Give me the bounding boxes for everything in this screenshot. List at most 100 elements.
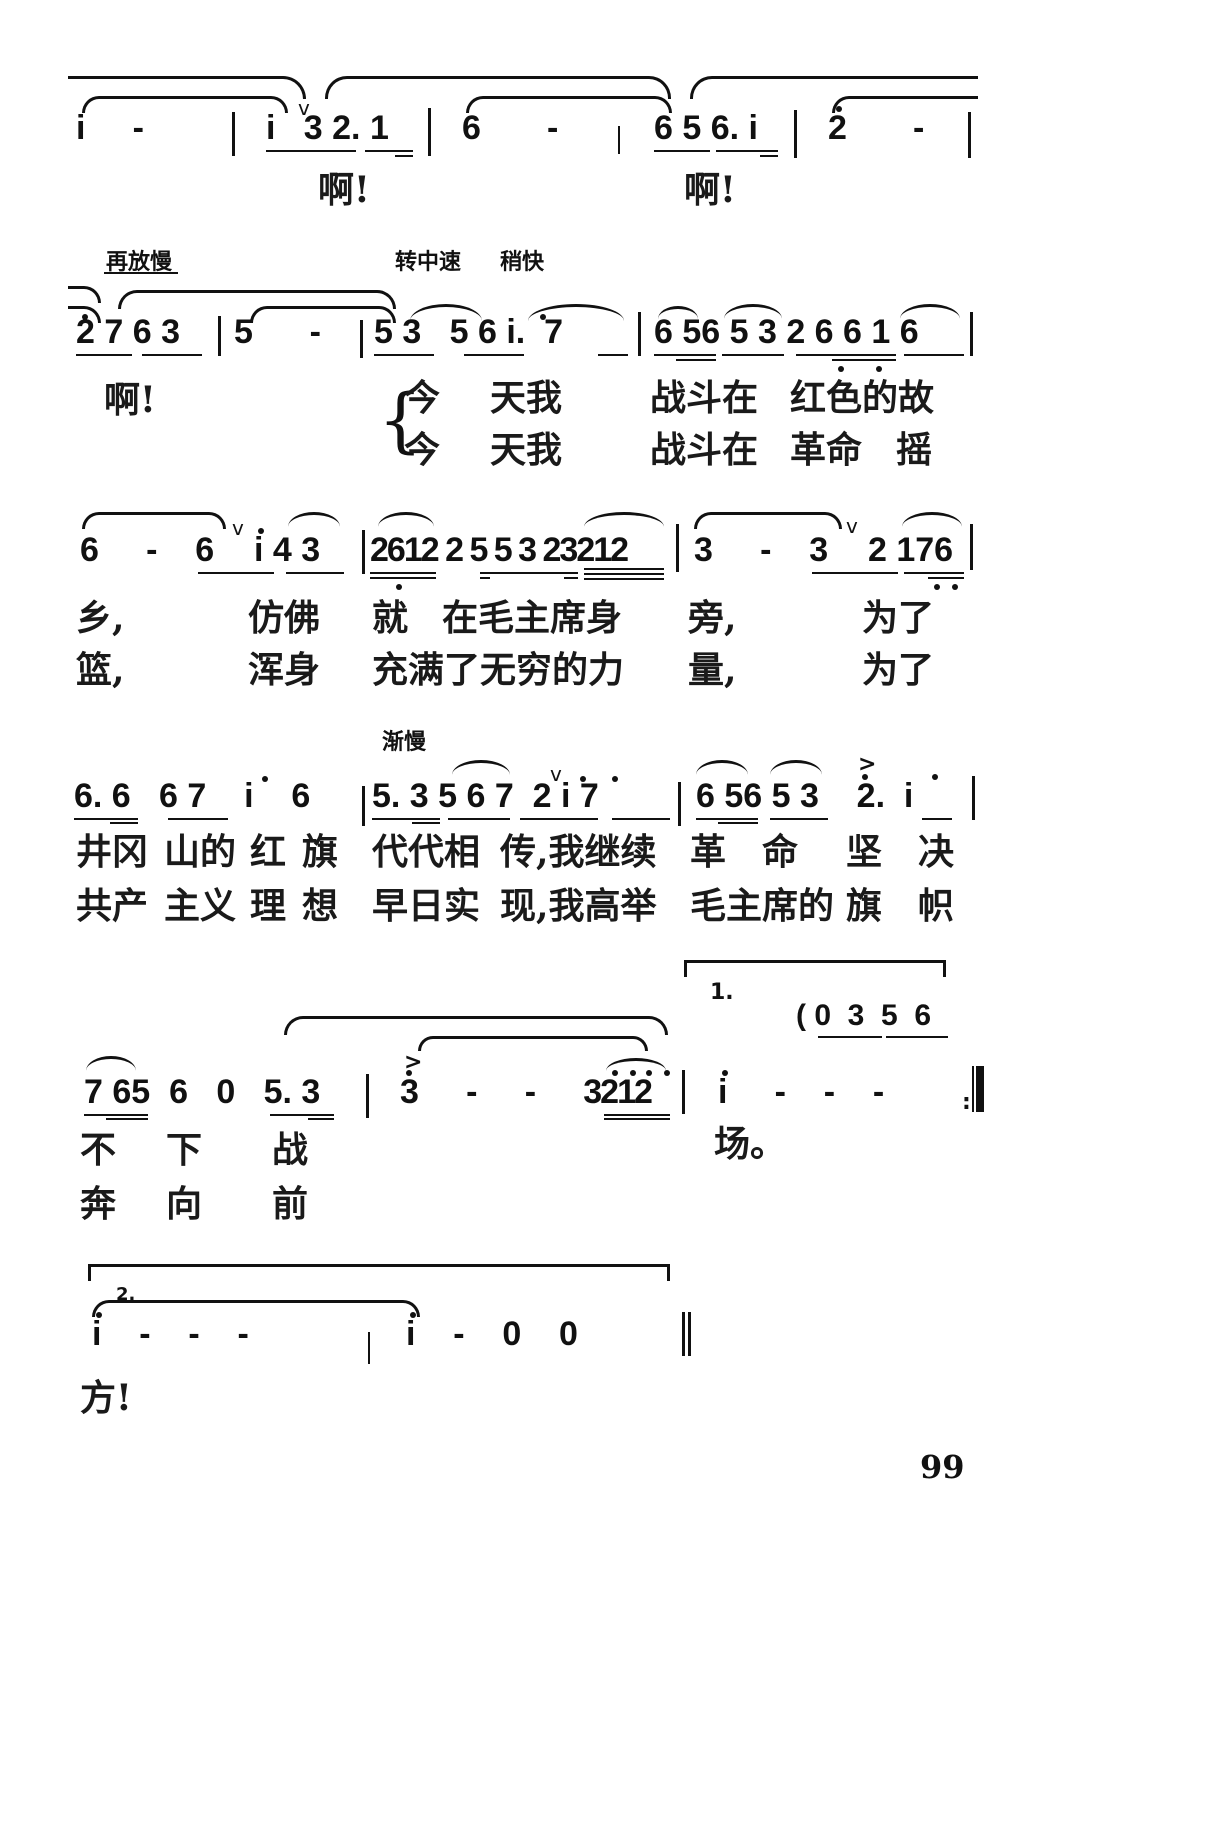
lyric-verse2: 革命 — [790, 429, 863, 471]
bar-line — [676, 524, 679, 572]
tie — [82, 512, 226, 529]
lyric-verse1: 红色的故 — [790, 377, 935, 419]
beam — [584, 578, 664, 580]
accent-mark: > — [858, 752, 877, 777]
lyric-verse2: 浑身 — [248, 649, 321, 691]
note-group: 3 - - 3212 — [400, 1073, 653, 1111]
bar-line — [362, 530, 365, 574]
beam — [308, 1118, 334, 1120]
octave-dot — [836, 106, 842, 112]
tie — [690, 76, 978, 99]
note-group: 6. 6 6 7 i 6 — [74, 777, 311, 815]
beam — [76, 354, 132, 356]
tempo-mark: 渐慢 — [382, 730, 427, 755]
beam — [760, 155, 778, 157]
lyric-verse2: 主义 — [164, 885, 237, 927]
bar-line — [638, 312, 641, 356]
beam — [370, 572, 436, 574]
note-group: ( 0 3 5 6 — [796, 999, 932, 1032]
lyric-verse1: 代代相 — [372, 831, 481, 873]
beam — [74, 818, 138, 820]
lyric-verse1: 场。 — [714, 1123, 787, 1165]
beam — [598, 354, 628, 356]
lyric-verse2: 旗 — [846, 885, 883, 927]
bar-line — [360, 320, 363, 358]
tie — [418, 1036, 648, 1051]
slur — [288, 512, 340, 527]
beam — [374, 354, 434, 356]
beam — [480, 577, 490, 579]
beam — [84, 1114, 148, 1116]
bar-line — [618, 126, 620, 154]
tempo-underline — [104, 272, 178, 274]
slur — [696, 760, 748, 775]
lyric-verse2: 量, — [688, 649, 737, 691]
beam — [584, 573, 664, 575]
beam — [832, 359, 896, 361]
lyric-verse2: 战斗在 — [650, 429, 759, 471]
bar-line — [366, 1074, 369, 1118]
repeat-dots: : — [962, 1090, 971, 1115]
bar-line — [682, 1070, 685, 1114]
beam — [464, 354, 524, 356]
beam — [716, 150, 778, 152]
beam — [722, 354, 784, 356]
lyric-verse1: 命 — [762, 831, 799, 873]
octave-dot — [96, 1312, 102, 1318]
bar-line — [968, 112, 971, 158]
beam — [612, 818, 670, 820]
beam — [110, 822, 138, 824]
beam — [142, 354, 202, 356]
bar-line — [368, 1332, 370, 1364]
lyric-verse1: 革 — [690, 831, 727, 873]
beam — [904, 572, 964, 574]
beam — [365, 150, 413, 152]
tempo-mark: 再放慢 — [106, 250, 173, 275]
octave-dot — [932, 774, 938, 780]
octave-dot — [838, 366, 844, 372]
slur — [606, 1058, 666, 1071]
beam — [928, 577, 964, 579]
tempo-mark: 转中速 — [395, 250, 462, 275]
beam — [168, 818, 228, 820]
tie — [832, 96, 978, 113]
lyric: 啊! — [684, 169, 736, 211]
octave-dot — [630, 1070, 636, 1076]
beam — [904, 354, 964, 356]
slur — [900, 304, 960, 319]
note-group: i - — [76, 109, 144, 147]
volta-bracket-2 — [88, 1264, 670, 1281]
octave-dot — [646, 1070, 652, 1076]
beam — [448, 818, 510, 820]
lyric-verse1: 在毛主席身 — [442, 597, 623, 639]
note-group: 5 - — [234, 313, 321, 351]
volta-label-1: 1. — [710, 980, 734, 1005]
lyric-verse1: 红 — [250, 831, 287, 873]
beam — [584, 568, 664, 570]
slur — [658, 306, 698, 319]
octave-dot — [664, 1070, 670, 1076]
slur — [584, 512, 664, 527]
slur — [528, 304, 624, 321]
lyric-verse2: 充满了无穷的力 — [372, 649, 625, 691]
beam — [564, 577, 578, 579]
lyric-verse2: 为了 — [862, 649, 935, 691]
octave-dot — [952, 584, 958, 590]
octave-dot — [612, 1070, 618, 1076]
slur — [724, 304, 782, 319]
note-group: 5 3 5 6 i. 7 — [374, 313, 564, 351]
beam — [922, 818, 952, 820]
octave-dot — [722, 1070, 728, 1076]
lyric: 方! — [80, 1377, 132, 1419]
beam — [796, 354, 896, 356]
beam — [676, 359, 716, 361]
note-group: 6 56 5 3 2. i — [696, 777, 914, 815]
octave-dot — [612, 776, 618, 782]
beam — [886, 1036, 948, 1038]
volta-bracket-1 — [684, 960, 946, 977]
beam — [412, 822, 440, 824]
final-bar-line — [976, 1066, 984, 1112]
lyric-verse1: 乡, — [76, 597, 125, 639]
lyric-verse1: 传,我继续 — [500, 831, 657, 873]
note-group: 2 - — [828, 109, 925, 147]
